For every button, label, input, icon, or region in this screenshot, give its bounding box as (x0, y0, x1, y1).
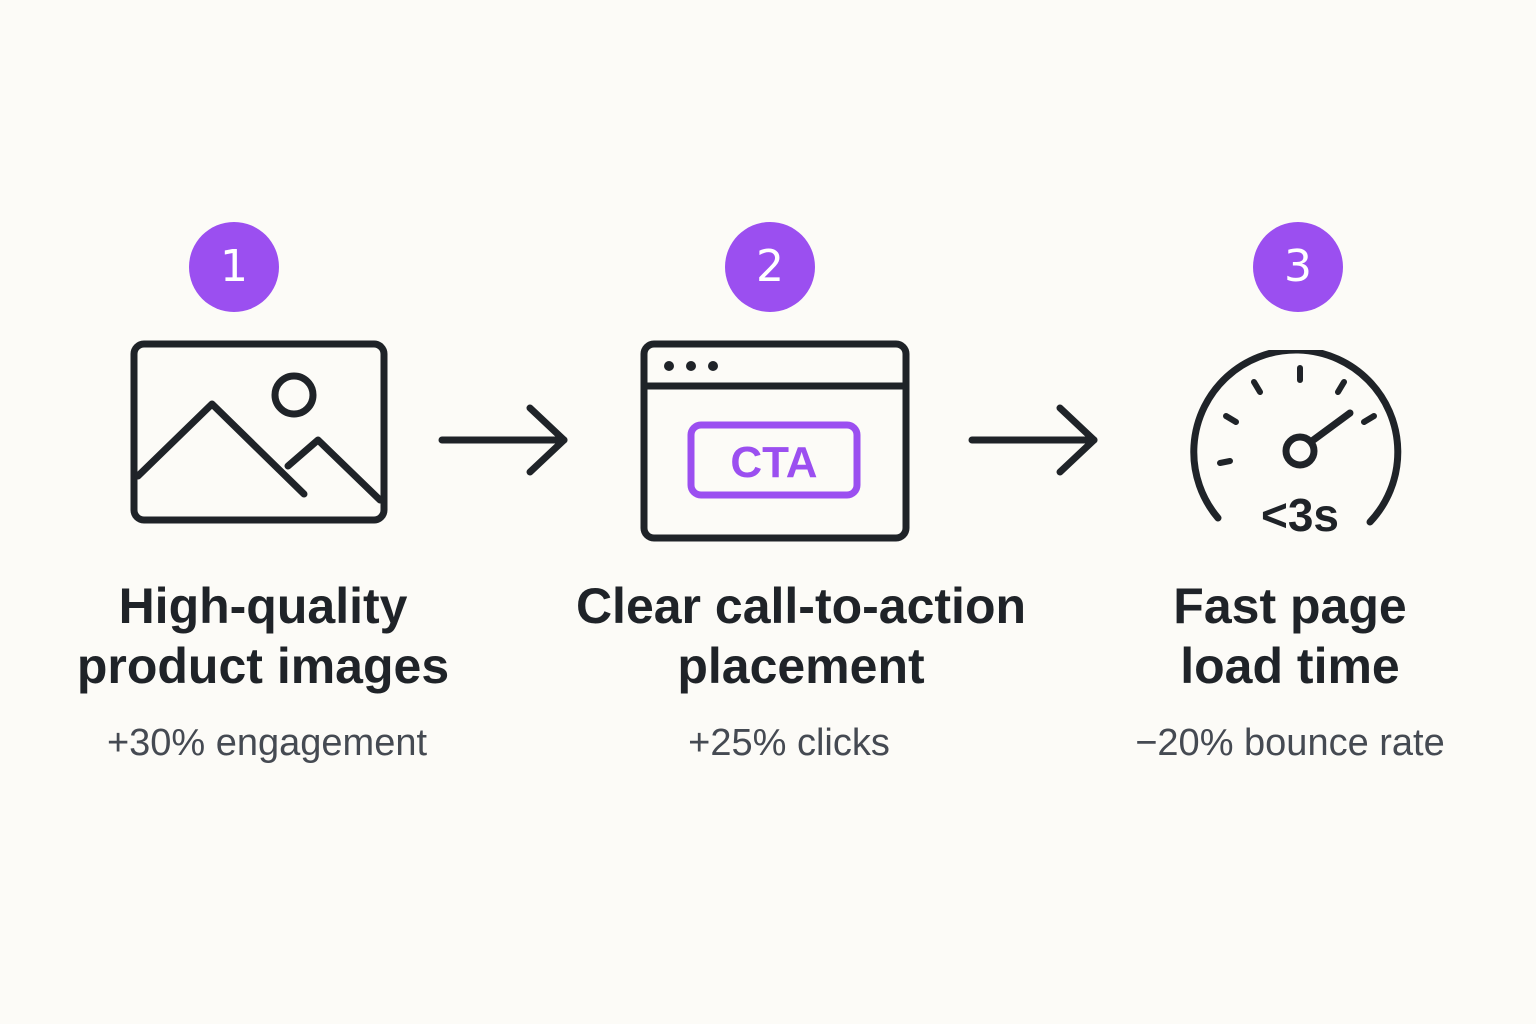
step-title-line: placement (677, 638, 925, 694)
window-dot-icon (686, 361, 696, 371)
step-number-badge: 1 (189, 222, 279, 312)
window-dot-icon (708, 361, 718, 371)
arrow-right-icon (968, 404, 1098, 476)
browser-window-icon: CTA (640, 340, 910, 542)
step-number-badge: 3 (1253, 222, 1343, 312)
step-title: Clear call-to-action placement (521, 576, 1081, 696)
arrow-right-icon (438, 404, 568, 476)
step-title-line: product images (76, 638, 450, 694)
step-stat: −20% bounce rate (1135, 722, 1445, 764)
cta-button-shape (687, 421, 861, 499)
step-stat: +25% clicks (688, 722, 890, 764)
step-stat: +30% engagement (106, 722, 428, 764)
step-number-badge: 2 (725, 222, 815, 312)
image-icon (130, 340, 388, 524)
step-title-line: Clear call-to-action (575, 578, 1027, 634)
step-title-line: load time (1180, 638, 1400, 694)
load-time-label: <3s (1261, 489, 1339, 540)
window-dot-icon (664, 361, 674, 371)
step-title: Fast page load time (1010, 576, 1536, 696)
step-number: 3 (1284, 241, 1312, 292)
step-number: 2 (756, 241, 784, 292)
step-number: 1 (220, 241, 248, 292)
speedometer-icon: <3s (1190, 350, 1402, 540)
step-title-line: High-quality (118, 578, 408, 634)
step-title-line: Fast page (1173, 578, 1407, 634)
cta-label: CTA (730, 438, 817, 487)
step-title: High-quality product images (0, 576, 543, 696)
